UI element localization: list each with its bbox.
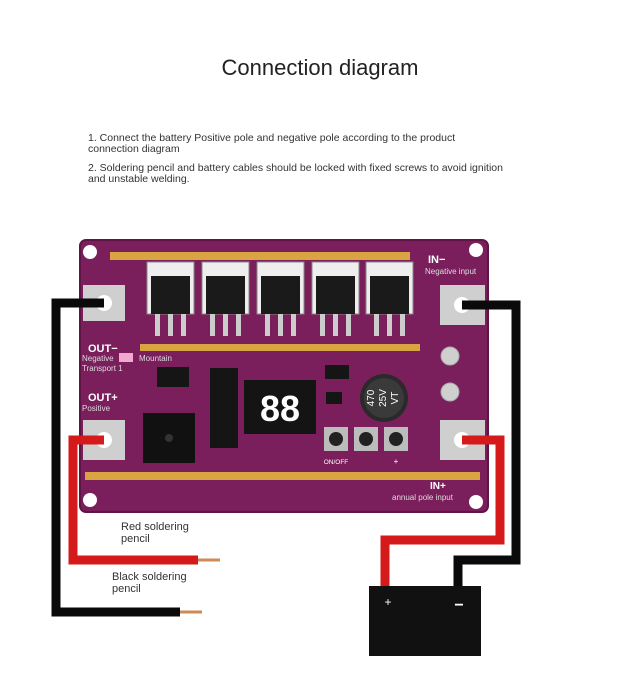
on-off-button[interactable] <box>329 432 343 446</box>
red-pencil-label-line2: pencil <box>121 533 150 545</box>
microcontroller-chip <box>210 368 238 448</box>
battery-minus-label: − <box>454 597 463 614</box>
out-positive-caption: Positive <box>82 404 111 413</box>
display-readout: 88 <box>260 388 300 429</box>
in-positive-caption: annual pole input <box>392 493 454 502</box>
in-negative-label: IN− <box>428 254 445 266</box>
battery-positive-wire <box>380 435 505 590</box>
instruction-1: 1. Connect the battery Positive pole and… <box>88 132 456 155</box>
mosfet-row <box>146 261 414 336</box>
button-row <box>324 427 408 451</box>
capacitor-label-2: 25V <box>378 389 389 407</box>
ic-chip <box>157 367 189 387</box>
page-title: Connection diagram <box>221 55 419 80</box>
capacitor: 470 25V VT <box>360 374 408 422</box>
capacitor-label-3: VT <box>390 392 401 405</box>
black-pencil-wire <box>51 298 180 617</box>
red-pencil-wire <box>68 435 198 565</box>
mount-hole <box>83 245 97 259</box>
minus-button[interactable] <box>359 432 373 446</box>
mount-hole <box>83 493 97 507</box>
in-positive-label: IN+ <box>430 481 446 492</box>
out-positive-label: OUT+ <box>88 392 118 404</box>
copper-bus-bottom <box>85 472 480 480</box>
out-negative-caption: Negative <box>82 354 114 363</box>
battery: + − <box>369 586 481 656</box>
seven-segment-display <box>244 380 316 434</box>
plus-button[interactable] <box>389 432 403 446</box>
mosfet <box>256 261 305 336</box>
battery-plus-label: + <box>384 595 391 609</box>
copper-bus-top <box>110 252 410 260</box>
instruction-2: 2. Soldering pencil and battery cables s… <box>88 162 503 185</box>
copper-bus-mid <box>140 344 420 351</box>
mount-hole <box>469 495 483 509</box>
out-negative-caption-3: Transport 1 <box>82 364 123 373</box>
mount-hole <box>469 243 483 257</box>
spot-welder-board: 88 470 25V VT ON/OFF + IN− Negative inpu… <box>79 239 489 513</box>
plus-label: + <box>394 457 399 466</box>
mosfet <box>365 261 414 336</box>
capacitor-label-1: 470 <box>366 389 377 406</box>
out-negative-label: OUT− <box>88 343 118 355</box>
red-pencil-label-line1: Red soldering <box>121 521 189 533</box>
black-pencil-label-line2: pencil <box>112 583 141 595</box>
mosfet <box>201 261 250 336</box>
mosfet <box>311 261 360 336</box>
in-negative-caption: Negative input <box>425 267 477 276</box>
mosfet <box>146 261 195 336</box>
out-negative-caption-2: Mountain <box>139 354 172 363</box>
battery-negative-wire <box>453 300 521 590</box>
black-pencil-label-line1: Black soldering <box>112 571 187 583</box>
switch-label: ON/OFF <box>324 459 349 466</box>
